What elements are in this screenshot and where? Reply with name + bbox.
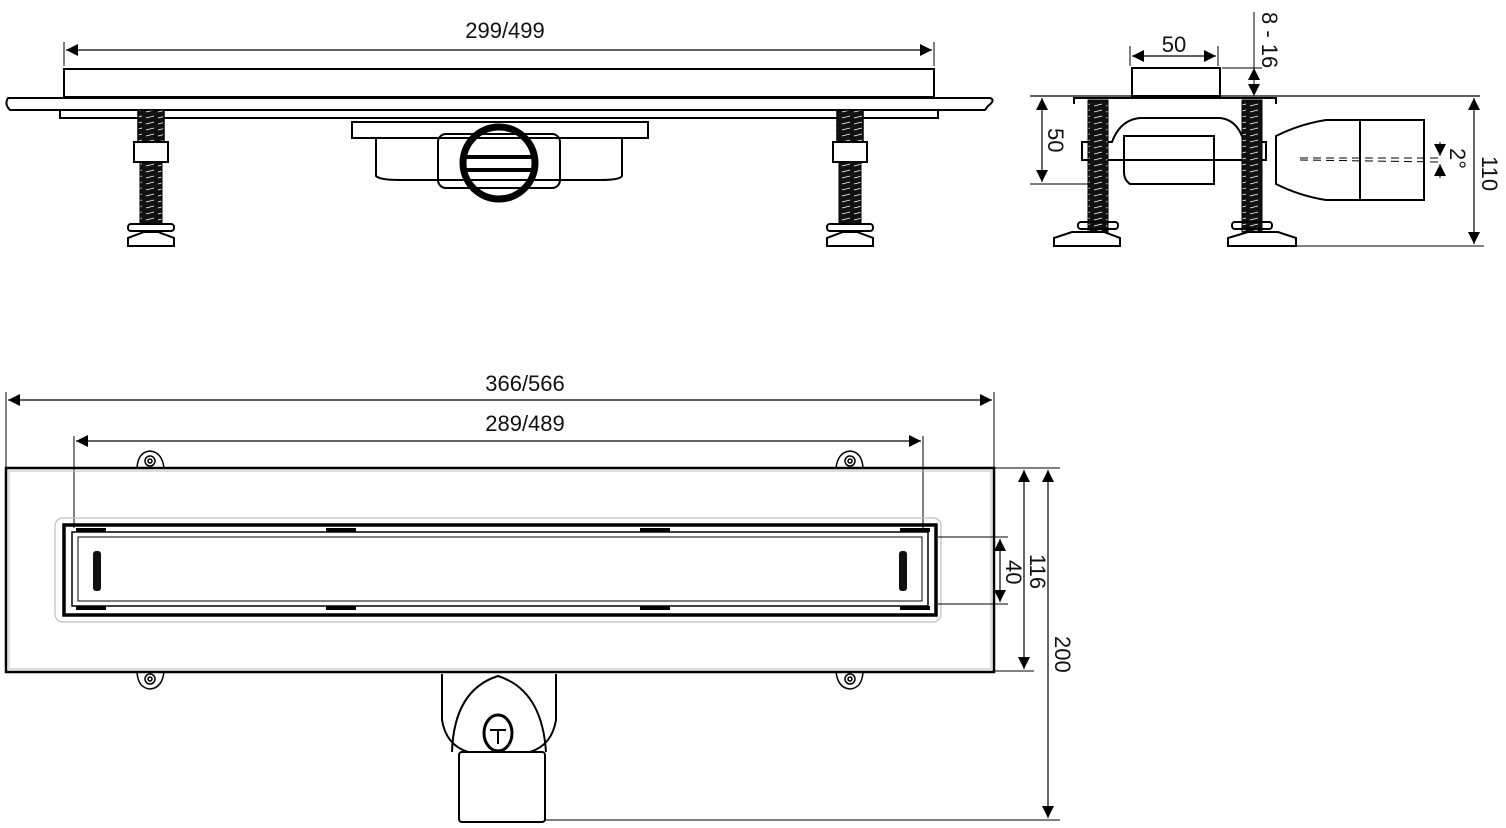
top-view: 366/566 289/489 40: [4, 371, 1075, 823]
dim-grate-width: 40: [1001, 560, 1026, 584]
brand-logo-right: [899, 551, 907, 591]
dim-total-height: 110: [1477, 156, 1502, 191]
dim-overall-depth: 200: [1050, 636, 1075, 673]
mounting-lugs: [136, 450, 864, 690]
dim-slope: 2°: [1445, 148, 1470, 169]
dim-frame-width: 116: [1025, 554, 1050, 589]
drain-outlet-top: [441, 674, 557, 823]
dim-cover-height: 8 - 16: [1257, 12, 1282, 68]
end-view: 50 8 - 16 50 2°: [1030, 12, 1502, 247]
dim-body-height: 50: [1043, 128, 1068, 152]
side-view: 299/499: [5, 18, 994, 247]
drain-body-side: [351, 121, 649, 203]
dim-grate-length: 289/489: [485, 411, 565, 436]
leveling-foot-left: [127, 109, 175, 247]
dim-overall-length: 299/499: [465, 18, 545, 43]
leveling-foot-right: [826, 109, 874, 247]
brand-logo-left: [93, 551, 101, 591]
dim-frame-length: 366/566: [485, 371, 565, 396]
dim-outlet-width: 50: [1162, 32, 1186, 57]
